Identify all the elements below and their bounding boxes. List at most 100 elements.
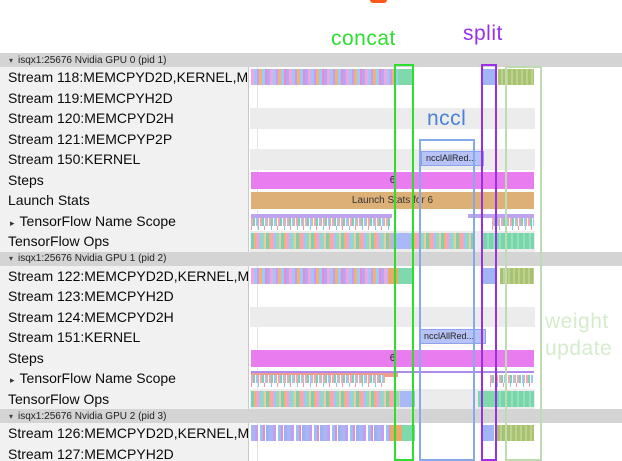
weight-update-annotation-rect [505, 66, 542, 461]
row-label-text: Stream 124:MEMCPYD2H [8, 308, 174, 325]
row-label-text: Stream 121:MEMCPYP2P [8, 130, 173, 147]
concat-op-bar[interactable] [398, 69, 413, 85]
row-label: Stream 118:MEMCPYD2D,KERNEL,ME [0, 67, 249, 88]
op-bar[interactable] [388, 267, 398, 284]
weight-update-op-bar[interactable] [500, 267, 534, 284]
section-header[interactable]: ▾ isqx1:25676 Nvidia GPU 1 (pid 2) [0, 251, 622, 266]
name-scope-ticks[interactable] [492, 217, 534, 230]
row-label: Stream 124:MEMCPYD2H [0, 306, 249, 327]
clipped-orange-annotation-fragment [370, 0, 387, 3]
name-scope-strip[interactable] [468, 213, 534, 218]
row-label-text: Stream 127:MEMCPYH2D [8, 445, 174, 461]
tensorflow-ops-bar[interactable] [495, 390, 534, 407]
name-scope-strip[interactable] [251, 371, 534, 373]
op-bar[interactable] [400, 390, 415, 407]
row-label[interactable]: ▸ TensorFlow Name Scope [0, 210, 249, 231]
name-scope-ticks[interactable] [251, 217, 390, 230]
row-label[interactable]: ▸ TensorFlow Name Scope [0, 368, 249, 389]
track-row: Steps 6 [0, 347, 622, 368]
section-header-label: isqx1:25676 Nvidia GPU 0 (pid 1) [18, 54, 167, 66]
row-label: Stream 121:MEMCPYP2P [0, 128, 249, 149]
split-annotation-label: split [463, 22, 503, 45]
collapse-triangle-icon[interactable]: ▾ [9, 411, 14, 421]
row-label-text: Stream 119:MEMCPYH2D [8, 89, 173, 106]
stream-activity-bar[interactable] [251, 425, 390, 441]
launch-stats-bar[interactable]: Launch Stats for 6 [251, 192, 534, 209]
split-op-bar[interactable] [481, 69, 497, 85]
row-label-text: TensorFlow Ops [8, 233, 110, 249]
split-op-bar[interactable] [483, 267, 497, 284]
row-label: Stream 120:MEMCPYD2H [0, 108, 249, 129]
row-label-text: Steps [8, 171, 44, 188]
row-label: Launch Stats [0, 190, 249, 211]
tensorflow-ops-bar[interactable] [411, 233, 475, 249]
steps-bar[interactable]: 6 [251, 171, 534, 189]
track-row: Steps 6 [0, 169, 622, 190]
row-label: Stream 150:KERNEL [0, 149, 249, 170]
section-header-label: isqx1:25676 Nvidia GPU 1 (pid 2) [18, 253, 167, 264]
track-row: Stream 123:MEMCPYH2D [0, 286, 622, 307]
concat-op-bar[interactable] [402, 425, 415, 441]
row-label: Stream 151:KERNEL [0, 327, 249, 348]
op-bar[interactable] [390, 425, 402, 441]
concat-annotation-label: concat [331, 27, 396, 50]
row-label-text: Stream 150:KERNEL [8, 151, 141, 167]
row-label-text: Steps [8, 349, 44, 366]
row-label-text: TensorFlow Name Scope [19, 212, 176, 229]
weight-update-line1: weight [545, 310, 609, 333]
row-shade [250, 306, 535, 327]
tensorflow-ops-bar[interactable] [251, 233, 391, 249]
collapse-triangle-icon[interactable]: ▾ [9, 55, 14, 65]
section-header[interactable]: ▾ isqx1:25676 Nvidia GPU 2 (pid 3) [0, 409, 622, 423]
stream-activity-bar[interactable] [251, 69, 398, 85]
row-label: TensorFlow Ops [0, 388, 249, 409]
track-row: ▸ TensorFlow Name Scope [0, 210, 622, 231]
expand-arrow-icon[interactable]: ▸ [10, 217, 15, 228]
concat-annotation-rect [394, 64, 414, 461]
track-row: Stream 121:MEMCPYP2P [0, 128, 622, 149]
row-label-text: Stream 118:MEMCPYD2D,KERNEL,ME [8, 69, 249, 85]
track-row: Stream 119:MEMCPYH2D [0, 87, 622, 108]
row-label-text: TensorFlow Ops [8, 390, 110, 407]
stream-activity-bar[interactable] [251, 267, 388, 284]
track-row: Stream 124:MEMCPYD2H [0, 306, 622, 327]
track-row: TensorFlow Ops [0, 231, 622, 252]
tensorflow-ops-bar[interactable] [251, 390, 400, 407]
track-row: Stream 150:KERNEL ncclAllRed... [0, 149, 622, 170]
op-bar[interactable] [391, 233, 411, 249]
track-row: Stream 120:MEMCPYD2H [0, 108, 622, 129]
row-label: Stream 123:MEMCPYH2D [0, 286, 249, 307]
concat-op-bar[interactable] [398, 267, 413, 284]
nccl-allreduce-bar[interactable]: ncclAllRed... [421, 151, 484, 166]
collapse-triangle-icon[interactable]: ▾ [9, 254, 14, 263]
row-label-text: TensorFlow Name Scope [19, 370, 176, 386]
row-label: Stream 119:MEMCPYH2D [0, 87, 249, 108]
weight-update-annotation-label: weight update [545, 308, 612, 362]
section-header-label: isqx1:25676 Nvidia GPU 2 (pid 3) [18, 410, 167, 422]
row-label-text: Stream 123:MEMCPYH2D [8, 288, 174, 304]
track-row: Stream 127:MEMCPYH2D [0, 443, 622, 461]
weight-update-line2: update [545, 337, 613, 360]
row-label: Steps [0, 169, 249, 190]
row-label-text: Stream 126:MEMCPYD2D,KERNEL,MI [8, 425, 249, 441]
name-scope-strip[interactable] [251, 213, 392, 218]
row-label: Stream 126:MEMCPYD2D,KERNEL,MI [0, 423, 249, 444]
name-scope-ticks[interactable] [251, 375, 385, 387]
section-header[interactable]: ▾ isqx1:25676 Nvidia GPU 0 (pid 1) [0, 53, 622, 67]
row-label: Stream 122:MEMCPYD2D,KERNEL,MI [0, 265, 249, 286]
row-label-text: Launch Stats [8, 192, 90, 208]
track-row: ▸ TensorFlow Name Scope [0, 368, 622, 389]
row-label-text: Stream 122:MEMCPYD2D,KERNEL,MI [8, 267, 249, 284]
row-label: Stream 127:MEMCPYH2D [0, 443, 249, 461]
split-annotation-rect [481, 64, 497, 461]
track-row: Stream 122:MEMCPYD2D,KERNEL,MI [0, 265, 622, 286]
split-op-bar[interactable] [483, 425, 494, 441]
nccl-annotation-label: nccl [427, 107, 467, 130]
name-scope-ticks[interactable] [490, 375, 533, 387]
weight-update-op-bar[interactable] [498, 69, 534, 85]
row-shade [250, 108, 535, 129]
track-row: TensorFlow Ops [0, 388, 622, 409]
expand-arrow-icon[interactable]: ▸ [10, 375, 15, 385]
steps-bar[interactable]: 6 [251, 349, 534, 367]
